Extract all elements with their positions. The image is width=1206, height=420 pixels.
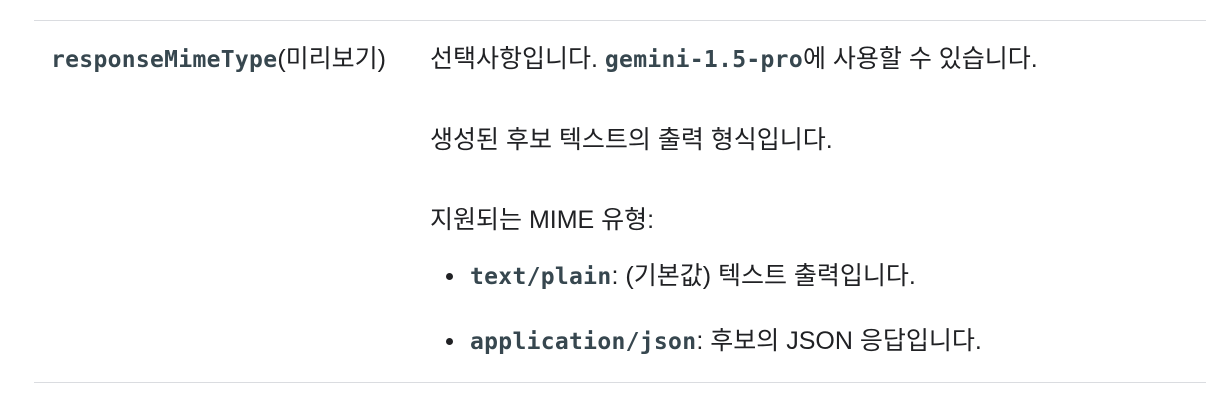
parameter-table: responseMimeType(미리보기) 선택사항입니다. gemini-1… (34, 20, 1206, 383)
mime-description: : 후보의 JSON 응답입니다. (696, 327, 982, 355)
bullet-icon (446, 273, 453, 280)
parameter-name-cell: responseMimeType(미리보기) (51, 41, 396, 78)
optional-note: 선택사항입니다. gemini-1.5-pro에 사용할 수 있습니다. (430, 41, 1190, 78)
parameter-name: responseMimeType (51, 47, 278, 73)
mime-description: : (기본값) 텍스트 출력입니다. (611, 262, 916, 290)
list-item: text/plain: (기본값) 텍스트 출력입니다. (430, 258, 1190, 295)
preview-label: (미리보기) (277, 45, 387, 73)
mime-type-list: text/plain: (기본값) 텍스트 출력입니다. application… (430, 258, 1190, 360)
availability-text: 에 사용할 수 있습니다. (802, 45, 1038, 73)
output-format-description: 생성된 후보 텍스트의 출력 형식입니다. (430, 126, 833, 154)
bullet-icon (446, 338, 453, 345)
optional-text: 선택사항입니다. (430, 45, 605, 73)
parameter-description-cell: 선택사항입니다. gemini-1.5-pro에 사용할 수 있습니다. 생성된… (430, 41, 1190, 360)
mime-code: application/json (470, 329, 697, 355)
mime-code: text/plain (470, 264, 612, 290)
model-code: gemini-1.5-pro (604, 47, 803, 73)
list-item: application/json: 후보의 JSON 응답입니다. (430, 323, 1190, 360)
supported-mime-heading: 지원되는 MIME 유형: (430, 206, 655, 234)
